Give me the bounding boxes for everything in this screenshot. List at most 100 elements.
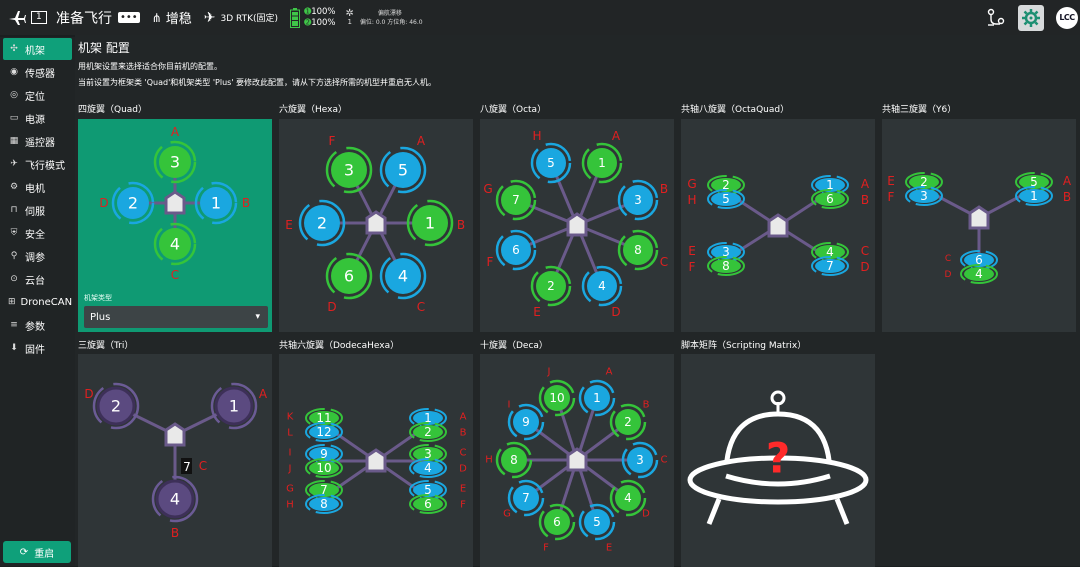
flight-mode[interactable]: 增稳 (165, 12, 192, 27)
sidebar-item-shield[interactable]: ⛨安全 (3, 222, 72, 244)
motor: 4 (409, 458, 447, 478)
motor-letter: B (643, 400, 650, 411)
motor-number: 3 (722, 245, 730, 259)
motor-letter: F (460, 500, 466, 511)
frame-tile[interactable]: ? (681, 354, 875, 567)
motor-letter: F (487, 255, 494, 269)
sidebar-item-servo[interactable]: ⊓伺服 (3, 199, 72, 221)
vehicle-setup-button[interactable] (1018, 4, 1044, 31)
sidebar-item-location[interactable]: ◎定位 (3, 84, 72, 106)
motor-letter: F (689, 260, 696, 274)
battery-indicator[interactable]: ➊100% ➋100% (290, 7, 336, 29)
sidebar-item-label: 电源 (25, 114, 45, 126)
motor: 7 (495, 179, 537, 221)
sidebar-item-label: 定位 (25, 91, 45, 103)
motor-letter: B (171, 526, 179, 540)
motor-letter: A (417, 134, 426, 148)
refresh-icon: ⟳ (19, 546, 29, 558)
motor-letter: H (485, 455, 493, 466)
motor: 5 (530, 142, 572, 184)
page-title: 机架 配置 (78, 41, 130, 55)
motor: 6 (811, 189, 849, 209)
page-description-current: 当前设置为框架类 'Quad'和机架类型 'Plus' 要修改此配置，请从下方选… (78, 78, 437, 87)
motor-letter: C (417, 300, 425, 314)
flight-status[interactable]: 准备飞行 (56, 10, 112, 27)
motor-number: 1 (229, 397, 239, 416)
sidebar-item-can[interactable]: ⊞DroneCAN (3, 291, 72, 313)
sidebar-item-remote[interactable]: ▦遥控器 (3, 130, 72, 152)
motor-number: 2 (624, 415, 632, 429)
vehicle-body (767, 213, 789, 238)
motor-letter: H (687, 193, 696, 207)
motor: 4 (609, 479, 647, 517)
motor-number: 6 (344, 267, 354, 286)
motor-number: 4 (170, 235, 180, 254)
motor-number: 7 (826, 259, 834, 273)
sidebar-item-label: 电机 (25, 183, 45, 195)
sidebar-item-firmware[interactable]: ⬇固件 (3, 337, 72, 359)
route-icon[interactable] (986, 8, 1006, 28)
vehicle-body (566, 447, 588, 472)
frame-label: 共轴八旋翼（OctaQuad） (681, 105, 790, 115)
motor-letter: D (611, 305, 620, 319)
sidebar-item-drone-frame[interactable]: ✣机架 (3, 38, 72, 60)
message-icon[interactable]: ••• (118, 12, 140, 23)
sidebar-item-label: 传感器 (25, 68, 55, 80)
motor-number: 4 (624, 491, 632, 505)
motor: 8 (707, 256, 745, 276)
sidebar-item-flight-mode[interactable]: ✈飞行模式 (3, 153, 72, 175)
motor-letter: C (660, 255, 668, 269)
sidebar-item-label: 固件 (25, 344, 45, 356)
motor-number: 1 (826, 178, 834, 192)
motor-letter: E (688, 244, 696, 258)
frame-class-value: Plus (90, 311, 111, 323)
rtk-label: 偏航漂移 (377, 9, 402, 17)
motor-number: 1 (593, 391, 601, 405)
vehicle-body (164, 422, 186, 447)
frame-label: 八旋翼（Octa） (480, 105, 547, 115)
drone-frame-icon: ✣ (10, 44, 18, 54)
sidebar-item-sensor[interactable]: ◉传感器 (3, 61, 72, 83)
motor-letter: A (259, 387, 268, 401)
motor-number: 5 (1030, 175, 1038, 189)
motor-letter: E (533, 305, 541, 319)
motor-letter: C (861, 244, 869, 258)
motor: 2 (905, 172, 943, 192)
fly-view-button[interactable]: 1 (0, 0, 56, 35)
motor-letter: D (860, 260, 869, 274)
gps-status[interactable]: 3D RTK(固定) (220, 14, 279, 24)
sidebar-item-tune[interactable]: ⚲调参 (3, 245, 72, 267)
motor: 1 (194, 181, 238, 225)
logo-text: LCC (1059, 13, 1075, 22)
sidebar-item-battery[interactable]: ▭电源 (3, 107, 72, 129)
reboot-button[interactable]: ⟳ 重启 (3, 541, 71, 563)
motor-number: 5 (593, 515, 601, 529)
motor-letter: D (459, 464, 467, 475)
motor-number: 3 (636, 453, 644, 467)
sidebar-item-gimbal[interactable]: ⊙云台 (3, 268, 72, 290)
frame-label: 共轴六旋翼（DodecaHexa） (279, 341, 400, 351)
servo-number: 7 (183, 460, 191, 474)
motor: 6 (538, 503, 576, 541)
motor: 11 (305, 408, 343, 428)
rtk-indicator[interactable]: ✲ 1 偏航漂移 偏位: 0.0 方位角: 46.0 (346, 8, 423, 27)
sidebar-item-motor[interactable]: ⚙电机 (3, 176, 72, 198)
motor: 8 (617, 229, 659, 271)
sidebar-item-label: 云台 (25, 275, 45, 287)
motor-number: 1 (425, 214, 435, 233)
gps-icon: ✈ (203, 9, 216, 26)
motor-letter: F (543, 543, 549, 554)
motor-number: 2 (111, 397, 121, 416)
motor-letter: I (289, 448, 292, 459)
sidebar-item-parameters[interactable]: ≡参数 (3, 314, 72, 336)
frame-class-select[interactable]: Plus▾ (84, 306, 268, 328)
